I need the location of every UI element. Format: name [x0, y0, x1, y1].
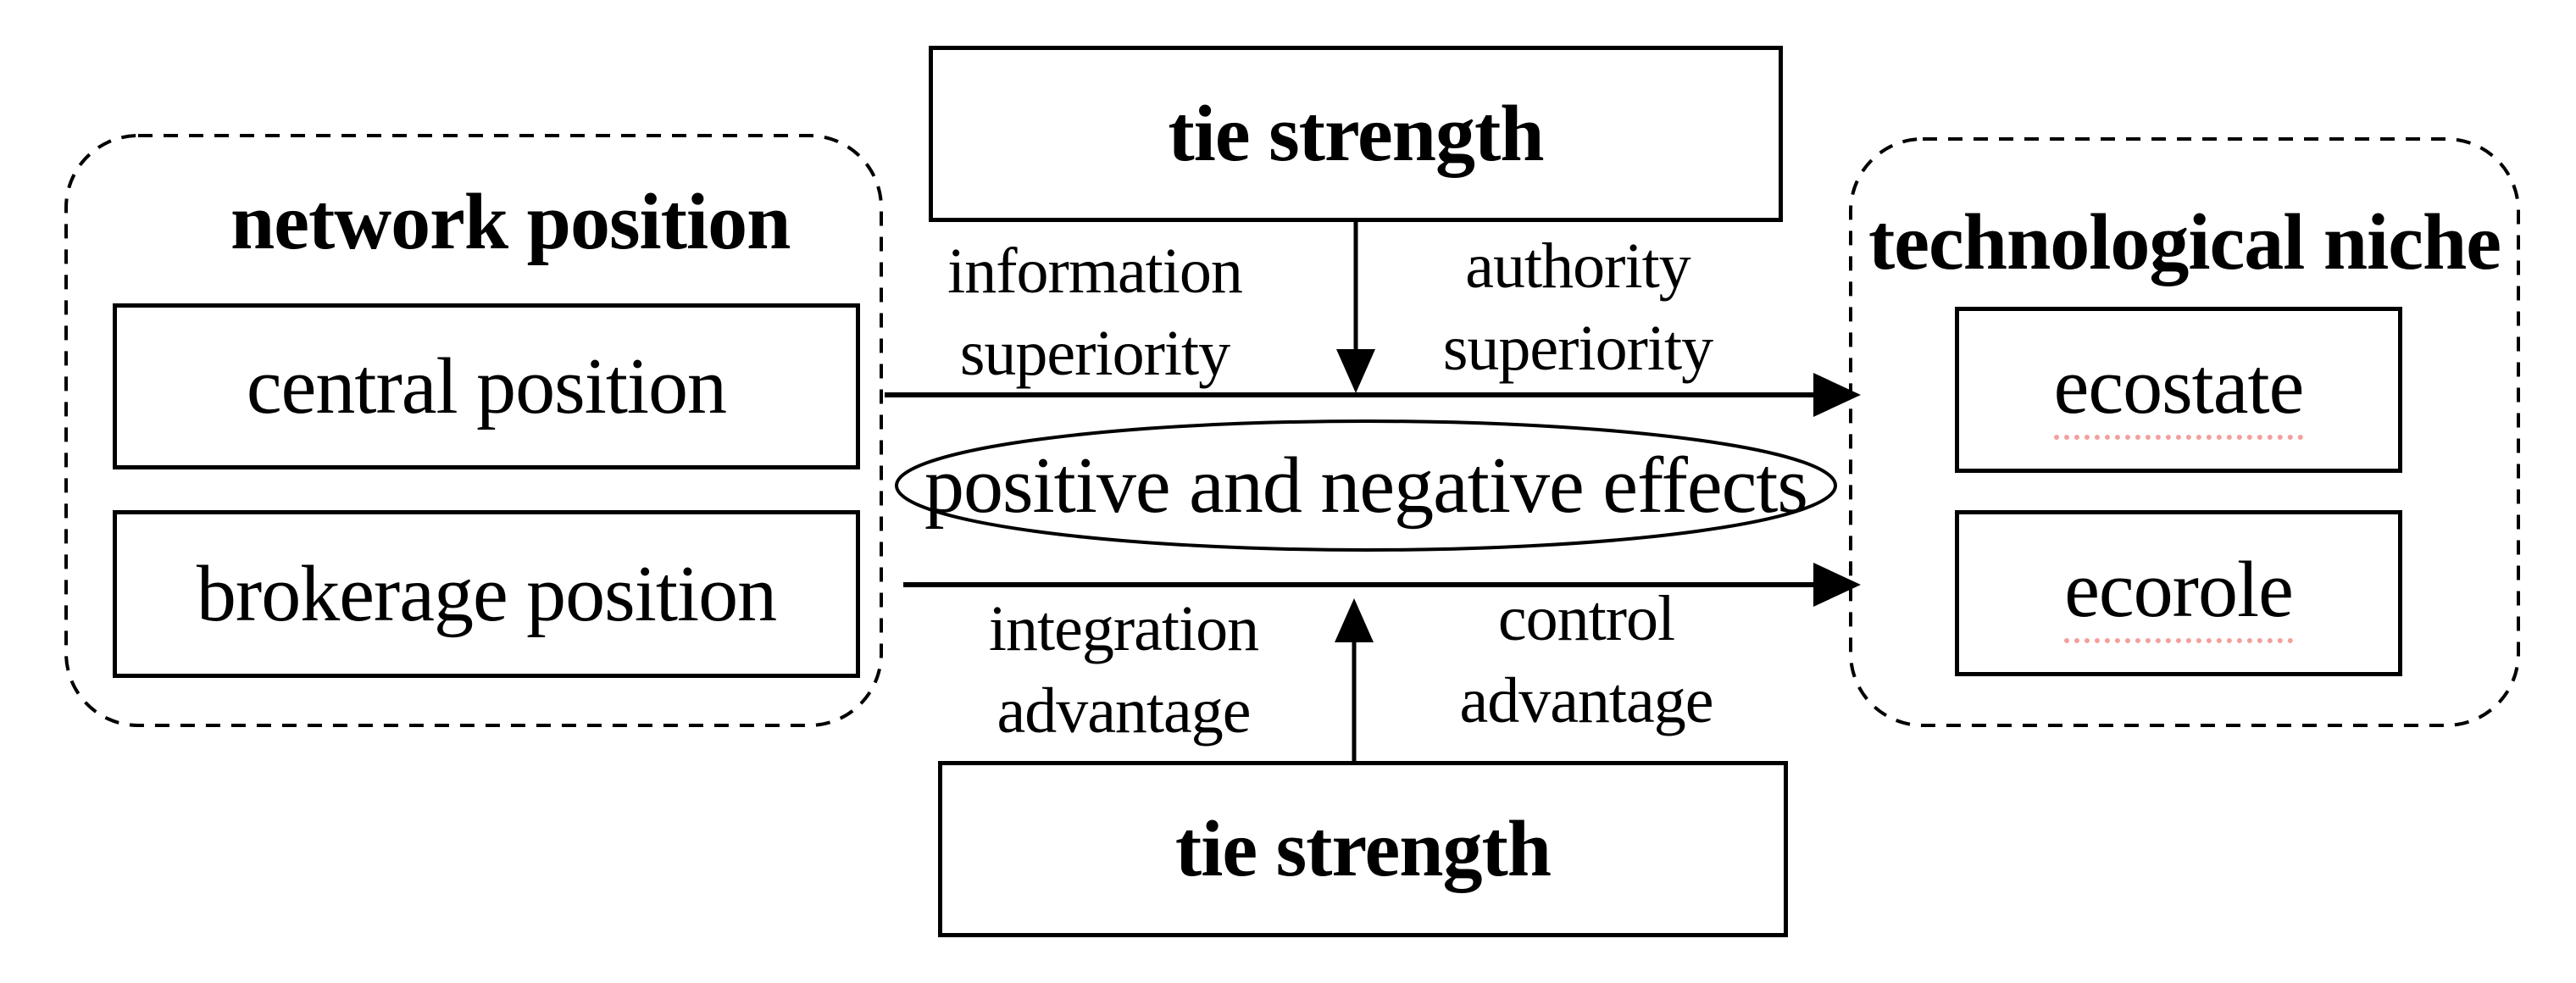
- effects-ellipse-outline: [895, 419, 1837, 552]
- control-advantage-label: control advantage: [1383, 578, 1790, 742]
- ecorole-box: ecorole: [1955, 510, 2402, 676]
- central-position-box: central position: [113, 303, 860, 469]
- authority-superiority-line2: superiority: [1442, 313, 1713, 384]
- arrow-tie-strength-down: [1336, 222, 1375, 393]
- arrow-brokerage-to-ecorole: [903, 563, 1861, 607]
- network-position-group-outline: [64, 134, 883, 727]
- authority-superiority-label: authority superiority: [1374, 225, 1781, 390]
- arrow-central-to-ecostate: [885, 373, 1861, 417]
- brokerage-position-label: brokerage position: [196, 550, 777, 638]
- technological-niche-title: technological niche: [1868, 198, 2501, 286]
- ecostate-box: ecostate: [1955, 307, 2402, 473]
- arrow-tie-strength-up: [1335, 598, 1374, 761]
- tie-strength-top-box: tie strength: [929, 46, 1783, 222]
- authority-superiority-line1: authority: [1465, 230, 1690, 302]
- ecostate-label: ecostate: [2053, 341, 2304, 440]
- control-advantage-line1: control: [1497, 583, 1675, 654]
- control-advantage-line2: advantage: [1459, 665, 1713, 736]
- central-position-label: central position: [246, 342, 727, 430]
- technological-niche-group-outline: [1849, 137, 2520, 727]
- positive-negative-effects-label: positive and negative effects: [900, 428, 1832, 543]
- integration-advantage-label: integration advantage: [920, 588, 1327, 753]
- tie-strength-top-label: tie strength: [1168, 90, 1544, 178]
- tie-strength-bottom-label: tie strength: [1174, 805, 1552, 893]
- integration-advantage-line1: integration: [988, 593, 1259, 664]
- tie-strength-bottom-box: tie strength: [938, 761, 1788, 937]
- integration-advantage-line2: advantage: [997, 675, 1251, 747]
- information-superiority-line2: superiority: [959, 318, 1230, 389]
- brokerage-position-box: brokerage position: [113, 510, 860, 678]
- ecorole-label: ecorole: [2064, 544, 2294, 643]
- information-superiority-line1: information: [947, 236, 1243, 307]
- network-position-title: network position: [230, 178, 791, 266]
- positive-negative-effects-text: positive and negative effects: [924, 442, 1808, 530]
- information-superiority-label: information superiority: [891, 230, 1298, 395]
